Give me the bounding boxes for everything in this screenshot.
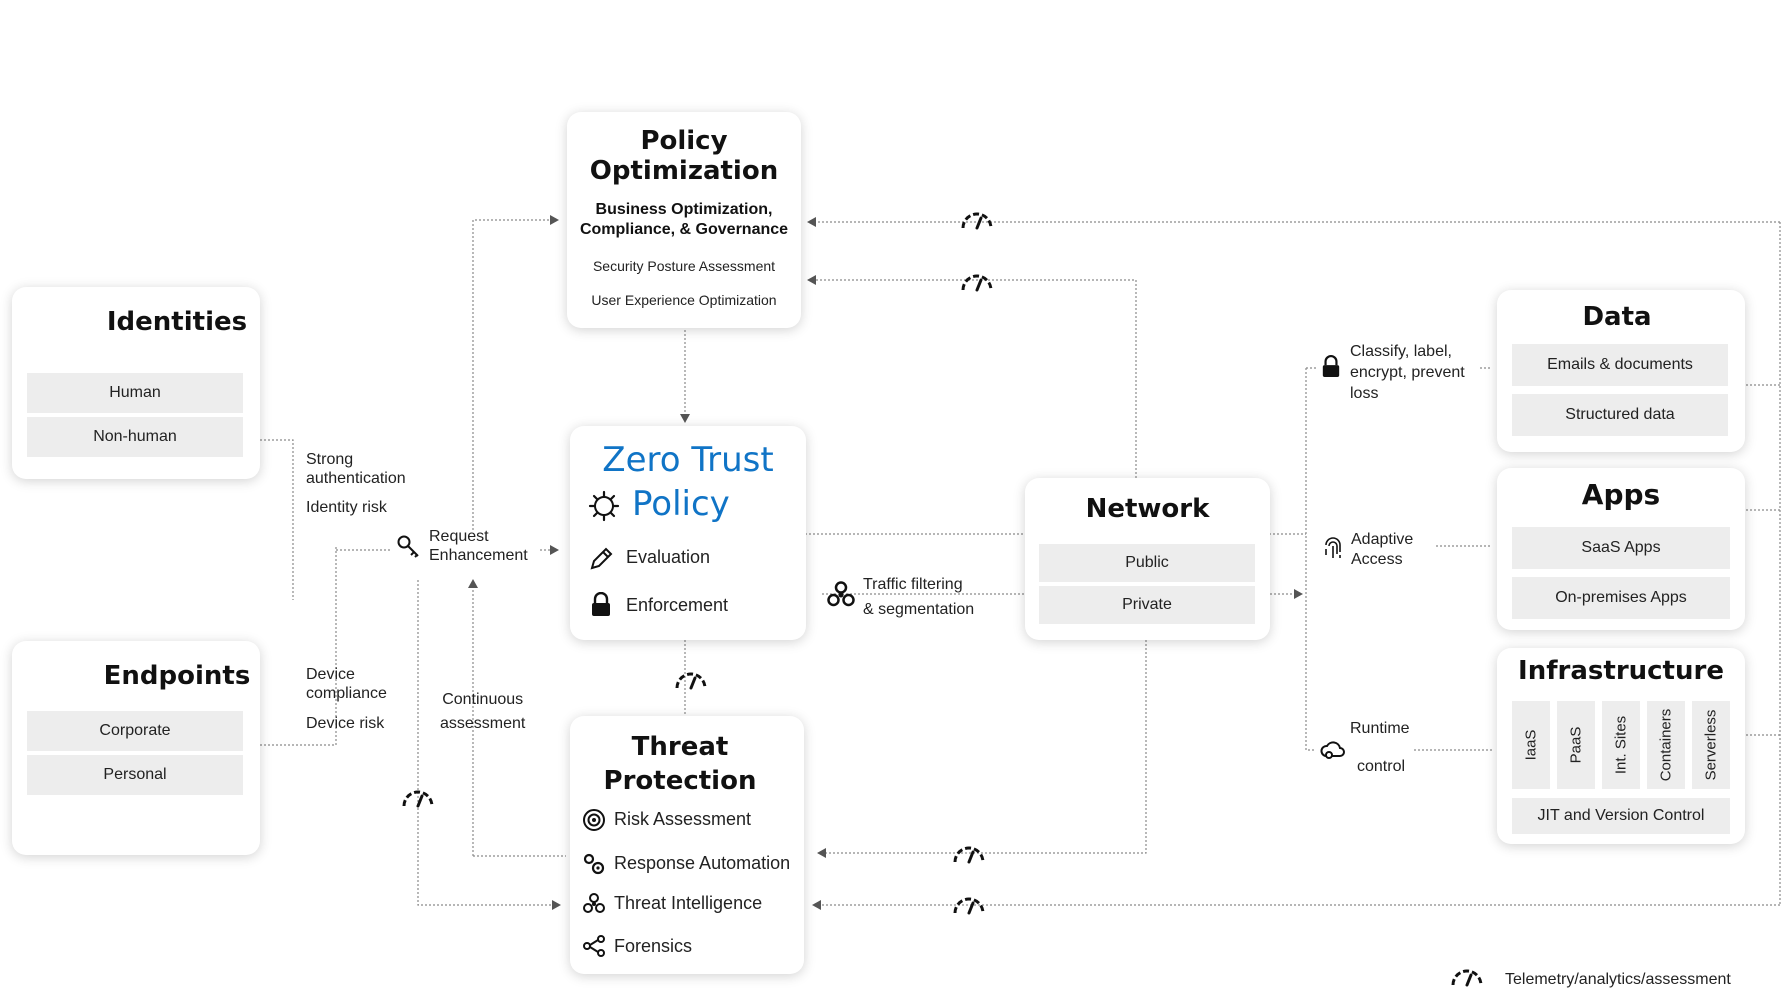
data-title: Data [1582, 302, 1652, 332]
infra-jit-version-control: JIT and Version Control [1512, 798, 1730, 834]
network-box: Network Public Private [1025, 478, 1270, 640]
strong-authentication-label: Strong authentication [306, 451, 406, 487]
infrastructure-box: Infrastructure IaaS PaaS Int. Sites Cont… [1497, 648, 1745, 844]
request-enhancement-label: Request Enhancement [429, 528, 528, 564]
adaptive-access-label: Adaptive Access [1351, 531, 1414, 568]
gauge-icon [675, 672, 707, 690]
control-label: control [1357, 758, 1406, 775]
device-compliance-label: Device compliance [306, 666, 387, 702]
infra-item-serverless: Serverless [1692, 701, 1730, 789]
user-experience-optimization: User Experience Optimization [591, 292, 777, 308]
lock-icon [1322, 355, 1340, 377]
data-item-emails: Emails & documents [1512, 344, 1728, 386]
zero-trust-policy-box: Zero Trust Policy Evaluation Enforcement [570, 426, 806, 640]
identity-risk-label: Identity risk [306, 499, 387, 516]
endpoint-item-corporate: Corporate [27, 711, 243, 751]
data-box: Data Emails & documents Structured data [1497, 290, 1745, 452]
apps-box: Apps SaaS Apps On-premises Apps [1497, 468, 1745, 630]
share-nodes-icon [583, 935, 605, 957]
apps-item-saas: SaaS Apps [1512, 527, 1730, 569]
risk-assessment-label: Risk Assessment [614, 809, 752, 829]
threat-protection-box: Threat Protection Risk Assessment Respon… [570, 716, 804, 974]
network-item-private: Private [1039, 586, 1255, 624]
lock-icon [592, 592, 610, 616]
data-item-structured: Structured data [1512, 394, 1728, 436]
network-title: Network [1085, 494, 1210, 524]
infra-item-iaas: IaaS [1512, 701, 1550, 789]
legend-label: Telemetry/analytics/assessment [1505, 971, 1731, 988]
gear-icon [588, 490, 620, 522]
infrastructure-title: Infrastructure [1518, 656, 1724, 686]
device-risk-label: Device risk [306, 715, 385, 732]
fingerprint-icon [1325, 537, 1341, 558]
traffic-filtering-label: Traffic filtering & segmentation [863, 576, 975, 618]
policy-optimization-box: Policy Optimization Business Optimizatio… [567, 112, 801, 328]
forensics-label: Forensics [614, 936, 693, 956]
endpoints-title: Endpoints [103, 661, 251, 691]
policy-optimization-title: Policy Optimization [589, 126, 779, 186]
identities-box: Identities Human Non-human [12, 287, 260, 479]
classify-label: Classify, label, encrypt, prevent loss [1350, 343, 1465, 402]
gauge-icon [1451, 969, 1483, 987]
gauge-icon [953, 897, 985, 915]
cogs-icon [583, 853, 605, 875]
target-icon [583, 809, 605, 831]
apps-title: Apps [1581, 478, 1661, 511]
gauge-icon [402, 790, 434, 808]
security-posture-assessment: Security Posture Assessment [592, 258, 776, 274]
biohazard-icon [827, 581, 855, 607]
zero-trust-policy-title: Policy [632, 484, 730, 524]
threat-intelligence-label: Threat Intelligence [614, 893, 763, 913]
gauge-icon [961, 212, 993, 230]
infra-item-containers: Containers [1647, 701, 1685, 789]
endpoints-box: Endpoints Corporate Personal [12, 641, 260, 855]
identity-item-human: Human [27, 373, 243, 413]
gauge-icon [953, 846, 985, 864]
runtime-label: Runtime [1350, 720, 1410, 737]
identities-title: Identities [106, 307, 248, 337]
continuous-assessment-label: Continuous assessment [440, 691, 526, 732]
infra-item-paas: PaaS [1557, 701, 1595, 789]
policy-optimization-subtitle: Business Optimization, Compliance, & Gov… [579, 201, 789, 238]
evaluation-label: Evaluation [626, 547, 711, 567]
zero-trust-title: Zero Trust [602, 440, 774, 480]
enforcement-label: Enforcement [626, 595, 729, 615]
response-automation-label: Response Automation [614, 853, 791, 873]
pencil-icon [590, 547, 613, 570]
cloud-gear-icon [1320, 741, 1345, 759]
threat-protection-title: Threat Protection [603, 732, 757, 796]
endpoint-item-personal: Personal [27, 755, 243, 795]
apps-item-on-premises: On-premises Apps [1512, 577, 1730, 619]
gauge-icon [961, 274, 993, 292]
biohazard-icon [583, 893, 605, 913]
identity-item-non-human: Non-human [27, 417, 243, 457]
infra-item-int-sites: Int. Sites [1602, 701, 1640, 789]
key-icon [397, 535, 419, 558]
network-item-public: Public [1039, 544, 1255, 582]
